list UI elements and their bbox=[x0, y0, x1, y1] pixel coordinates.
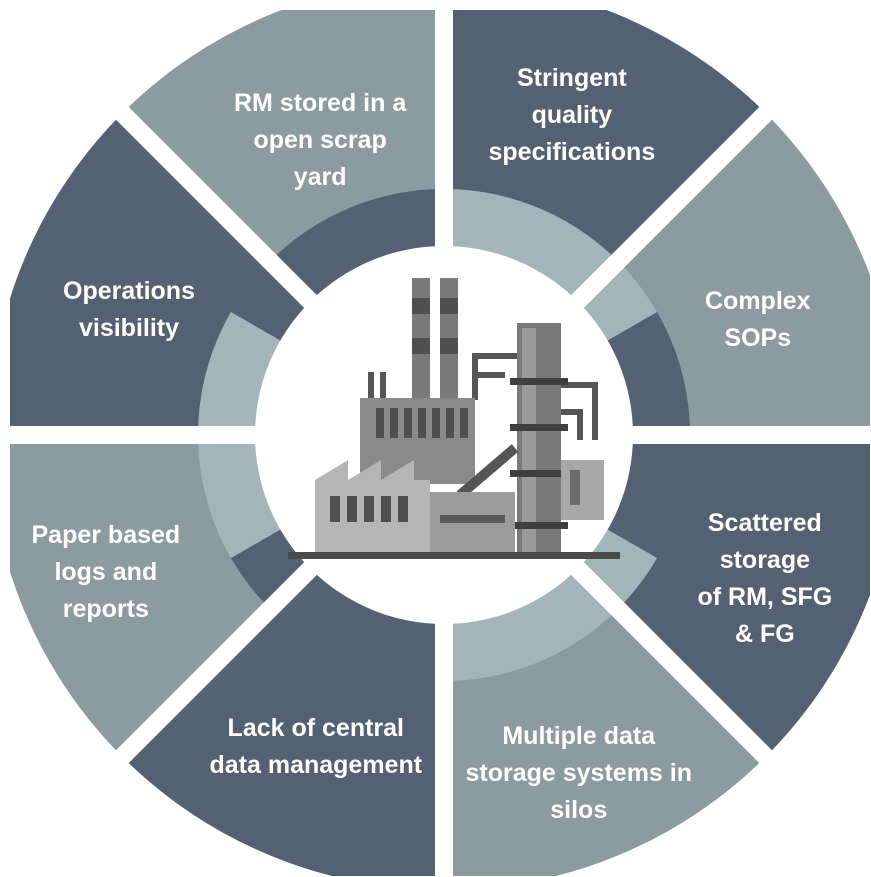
segment-label-line: RM stored in a bbox=[234, 89, 407, 117]
segment-label-line: SOPs bbox=[724, 324, 792, 352]
segment-label-rm-stored: RM stored in a open scrap yard bbox=[234, 85, 406, 196]
segment-label-line: reports bbox=[62, 595, 149, 623]
segment-label-lack-central-data: Lack of central data management bbox=[210, 710, 423, 784]
segment-label-line: logs and bbox=[54, 558, 158, 586]
segment-label-line: Stringent bbox=[517, 64, 627, 92]
segment-label-line: silos bbox=[550, 796, 608, 824]
factory-icon bbox=[288, 278, 620, 559]
segment-label-line: data management bbox=[209, 751, 423, 779]
segment-label-operations-visibility: Operations visibility bbox=[63, 273, 195, 347]
segment-label-line: Scattered bbox=[707, 509, 822, 537]
segment-label-line: storage systems in bbox=[465, 759, 693, 787]
segment-label-line: quality bbox=[531, 101, 613, 129]
segment-label-line: Paper based bbox=[31, 521, 181, 549]
segment-label-line: specifications bbox=[488, 138, 656, 166]
segment-label-paper-based-logs: Paper based logs and reports bbox=[32, 517, 181, 628]
segment-label-line: open scrap bbox=[253, 126, 387, 154]
segment-label-stringent-quality: Stringent quality specifications bbox=[489, 60, 656, 171]
segment-label-line: Complex bbox=[705, 287, 811, 315]
segment-label-scattered-storage: Scattered storage of RM, SFG & FG bbox=[698, 505, 833, 653]
segment-label-line: yard bbox=[293, 163, 347, 191]
segment-label-line: Lack of central bbox=[227, 714, 404, 742]
segment-label-line: Operations bbox=[63, 277, 195, 305]
segment-label-line: storage bbox=[719, 546, 811, 574]
segment-label-line: & FG bbox=[735, 620, 795, 648]
segment-label-line: of RM, SFG bbox=[697, 583, 833, 611]
segment-label-line: Multiple data bbox=[502, 722, 656, 750]
segment-label-multiple-data-storage: Multiple data storage systems in silos bbox=[466, 718, 693, 829]
segment-label-line: visibility bbox=[78, 314, 180, 342]
